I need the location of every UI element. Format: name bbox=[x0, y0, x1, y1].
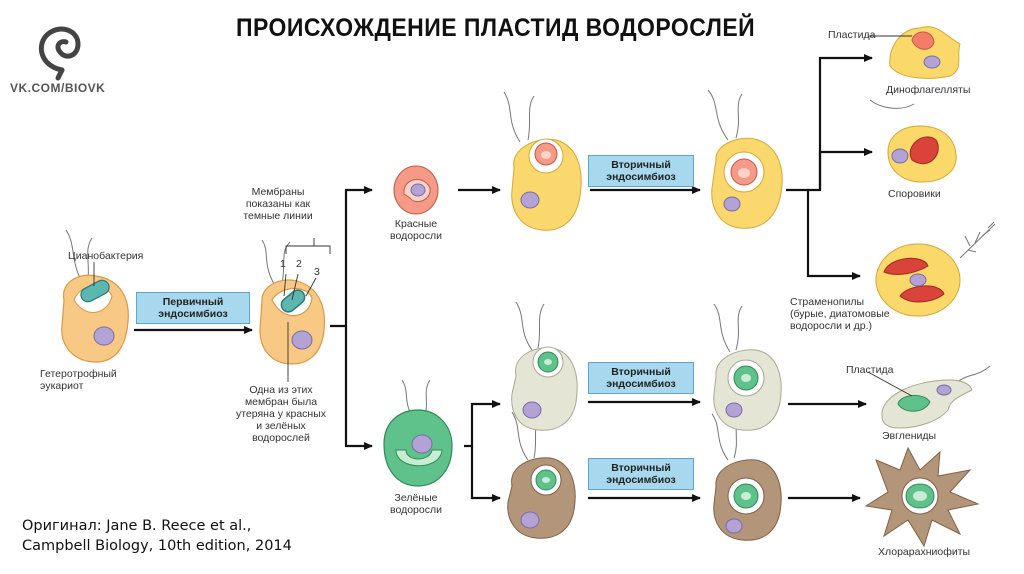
page-title: ПРОИСХОЖДЕНИЕ ПЛАСТИД ВОДОРОСЛЕЙ bbox=[236, 14, 756, 42]
host-with-green-alga-cell bbox=[511, 346, 578, 431]
primary-endosymbiosis-cell bbox=[259, 279, 326, 365]
apicomplexans-label: Споровики bbox=[888, 188, 941, 200]
dinoflagellates-label: Динофлагелляты bbox=[886, 84, 971, 96]
arrows bbox=[134, 54, 873, 502]
green-alga-cell bbox=[383, 409, 453, 487]
chlorarachniophytes-label: Хлорарахниофиты bbox=[878, 546, 971, 558]
stramenopile-cell bbox=[875, 243, 961, 317]
brand-watermark: VK.COM/BIOVK bbox=[10, 81, 106, 95]
host-with-red-alga-cell bbox=[511, 138, 582, 231]
plastid-label-euglena: Пластида bbox=[846, 364, 894, 376]
secondary-green-plastid-cell bbox=[713, 349, 782, 431]
secondary-green-plastid-brown-cell bbox=[713, 459, 782, 541]
secondary-red-plastid-cell bbox=[711, 137, 783, 229]
dinoflagellate-cell bbox=[889, 26, 961, 79]
membrane-number-3: 3 bbox=[314, 266, 320, 278]
spiral-logo-icon bbox=[38, 26, 81, 81]
cyanobacterium-label: Цианобактерия bbox=[68, 250, 144, 262]
apicomplexan-cell bbox=[887, 125, 957, 183]
euglenids-label: Эвглениды bbox=[882, 430, 937, 442]
credit-line-1: Оригинал: Jane B. Reece et al., bbox=[22, 518, 252, 534]
brown-host-with-green-alga-cell bbox=[507, 457, 576, 539]
plastid-label-top: Пластида bbox=[828, 29, 876, 41]
heterotrophic-eukaryote-cell bbox=[61, 274, 129, 363]
red-alga-cell bbox=[393, 165, 439, 215]
membrane-number-2: 2 bbox=[296, 258, 302, 270]
chlorarachniophyte-cell bbox=[864, 446, 980, 548]
membrane-number-1: 1 bbox=[280, 258, 286, 270]
annotation-lines bbox=[93, 35, 913, 397]
credit-line-2: Campbell Biology, 10th edition, 2014 bbox=[22, 538, 292, 554]
